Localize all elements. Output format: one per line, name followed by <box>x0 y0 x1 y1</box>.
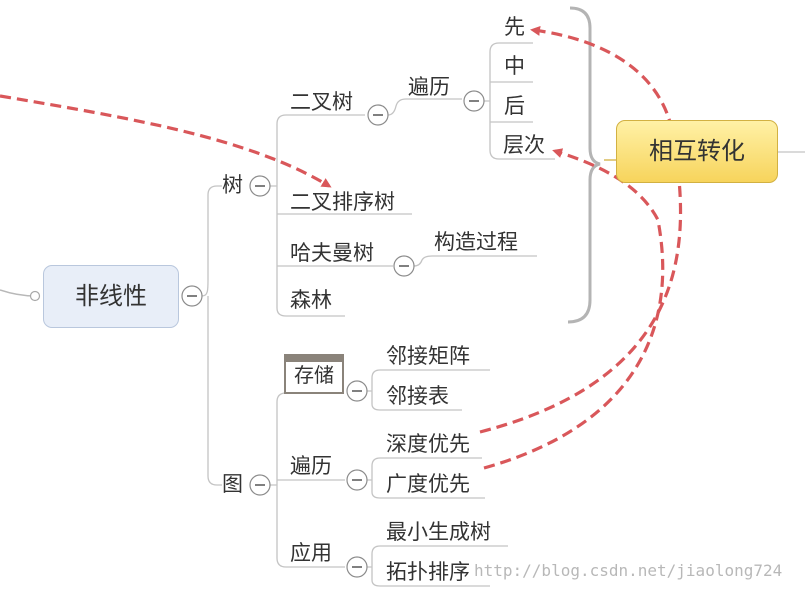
storage-titlebar <box>286 356 342 362</box>
level-order-node-label[interactable]: 层次 <box>503 133 545 157</box>
huffman-node-label[interactable]: 哈夫曼树 <box>290 241 374 265</box>
arrow-to-bst <box>0 94 332 188</box>
root-connector <box>201 185 222 486</box>
tree-children-connector <box>270 114 412 317</box>
adjacency-matrix-node-label[interactable]: 邻接矩阵 <box>386 344 470 368</box>
arrow-breadth-first-to-level-order <box>483 148 665 470</box>
graph-children-connector <box>270 392 345 568</box>
incoming-connector-dot <box>29 290 41 302</box>
huffman-connector <box>413 255 537 267</box>
preorder-node-label[interactable]: 先 <box>504 15 525 39</box>
application-node-label[interactable]: 应用 <box>290 541 332 565</box>
bst-node-label[interactable]: 二叉排序树 <box>290 190 395 214</box>
postorder-node-label[interactable]: 后 <box>504 94 525 118</box>
storage-node-label: 存储 <box>294 363 334 387</box>
graph-traversal-node-label[interactable]: 遍历 <box>290 454 332 478</box>
storage-methods-connector <box>367 369 490 411</box>
depth-first-node-label[interactable]: 深度优先 <box>386 432 470 456</box>
binary-tree-node-label[interactable]: 二叉树 <box>290 90 353 114</box>
tree-node-label[interactable]: 树 <box>222 173 243 197</box>
construction-node-label[interactable]: 构造过程 <box>434 230 518 254</box>
inorder-node-label[interactable]: 中 <box>504 54 525 78</box>
incoming-connector <box>0 289 36 297</box>
graph-traversal-connector <box>367 457 485 499</box>
binary-tree-connector <box>387 98 462 116</box>
traversal-orders-connector <box>484 42 555 160</box>
collapse-toggles <box>181 90 485 578</box>
root-node-box[interactable] <box>43 265 179 328</box>
mst-node-label[interactable]: 最小生成树 <box>386 520 491 544</box>
callout-label: 相互转化 <box>649 137 745 165</box>
traversal-node-label[interactable]: 遍历 <box>408 75 450 99</box>
callout-box[interactable] <box>616 120 778 183</box>
adjacency-list-node-label[interactable]: 邻接表 <box>386 384 449 408</box>
collapse-toggle-dashes <box>187 100 479 568</box>
breadth-first-node-label[interactable]: 广度优先 <box>386 472 470 496</box>
watermark: http://blog.csdn.net/jiaolong724 <box>474 561 783 580</box>
root-node-label: 非线性 <box>75 282 147 310</box>
forest-node-label[interactable]: 森林 <box>290 288 332 312</box>
storage-node-box[interactable]: 存储 <box>284 354 344 394</box>
graph-node-label[interactable]: 图 <box>222 472 243 496</box>
topological-sort-node-label[interactable]: 拓扑排序 <box>386 560 470 584</box>
application-connector <box>367 545 508 587</box>
boundary-bracket <box>567 6 601 324</box>
